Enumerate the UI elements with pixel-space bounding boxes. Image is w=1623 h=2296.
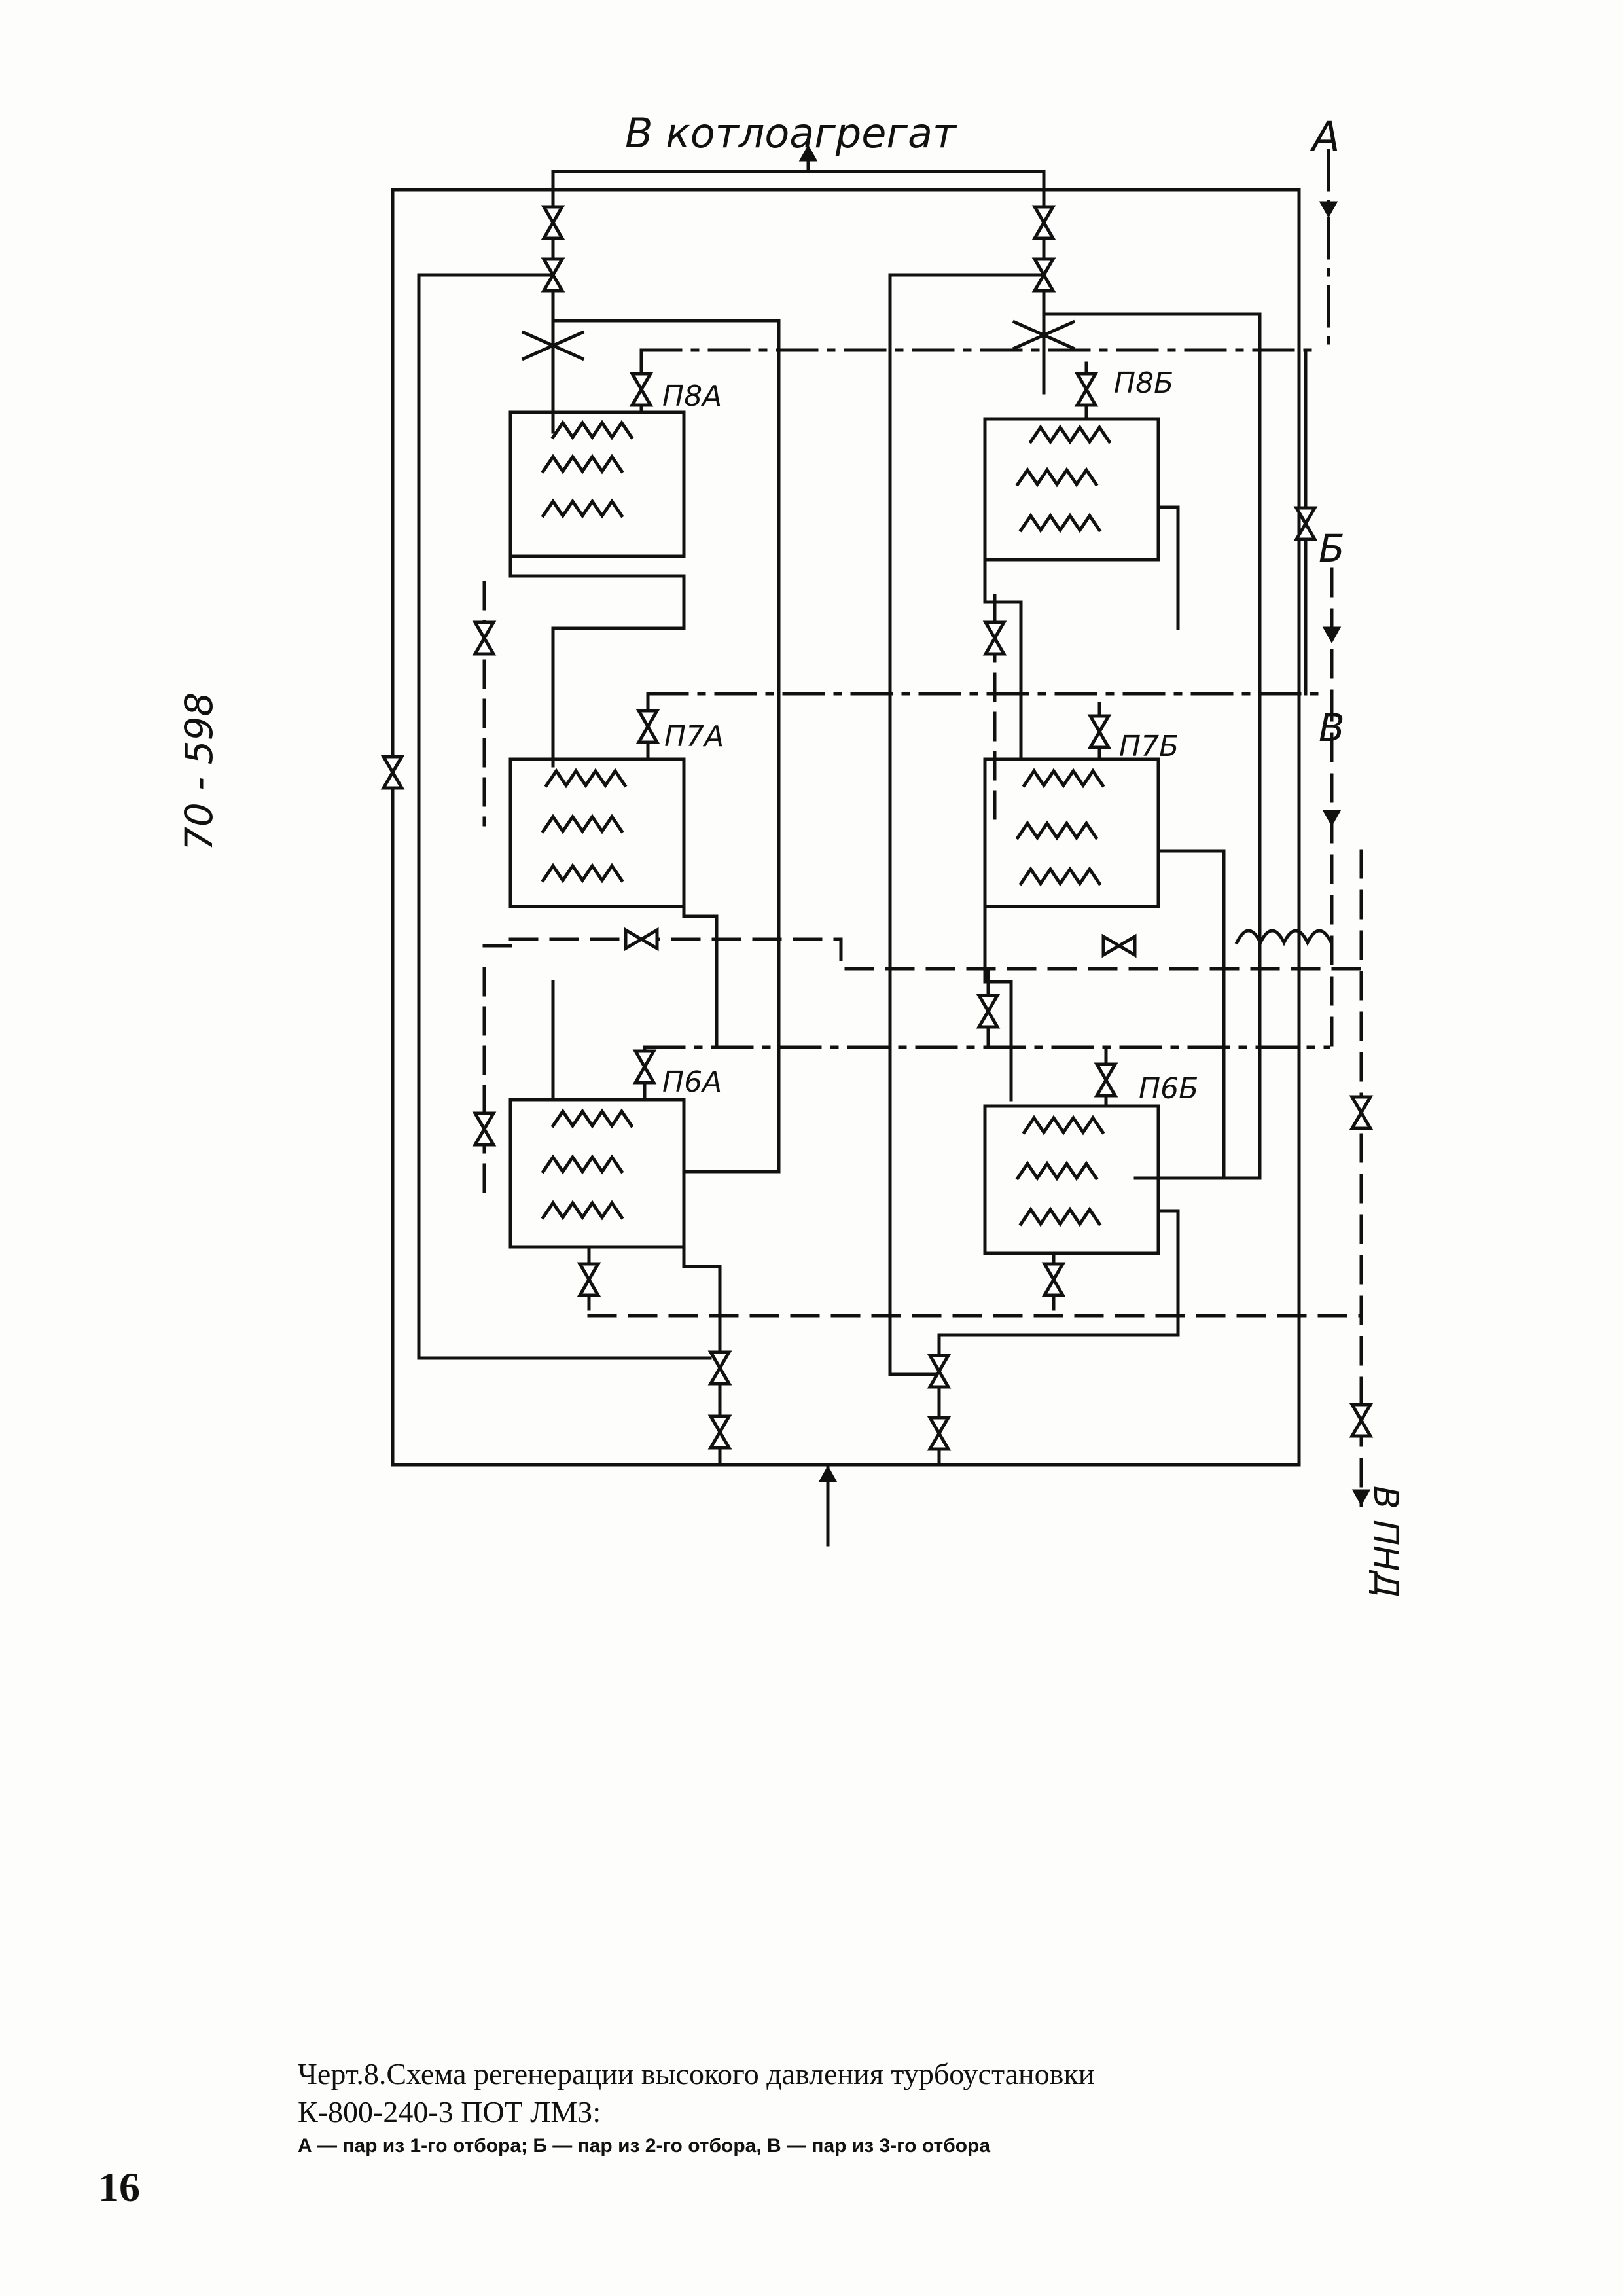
heater-p8b (983, 417, 1160, 562)
valve-icon (1044, 1264, 1063, 1295)
heater-p8a (508, 410, 686, 558)
heater-p7b (983, 757, 1160, 908)
top-label: В котлоагрегат (625, 109, 957, 157)
heater-label-p8b: П8Б (1114, 367, 1173, 400)
bypass-valve-icon (383, 757, 402, 788)
valve-icon (632, 374, 651, 405)
heater-label-p6a: П6А (662, 1066, 722, 1099)
steam-label-b: Б (1319, 526, 1345, 571)
valve-icon (711, 1352, 729, 1384)
valve-icon (1352, 1405, 1370, 1436)
valve-icon (979, 996, 997, 1027)
valve-icon (544, 207, 562, 238)
valve-icon (1097, 1064, 1115, 1096)
heater-label-p7b: П7Б (1119, 730, 1179, 763)
drain-lines (482, 937, 1363, 1318)
valve-icon (1035, 207, 1053, 238)
valve-icon (626, 930, 657, 948)
caption-legend: А — пар из 1-го отбора; Б — пар из 2-го … (298, 2135, 991, 2157)
heater-p6a (508, 1098, 686, 1249)
valve-icon (930, 1355, 948, 1387)
valve-icon (475, 1113, 493, 1145)
bottom-right-label: В ПНД (1366, 1486, 1405, 1598)
valve-icon (635, 1051, 654, 1083)
valve-icon (1077, 374, 1096, 405)
heater-label-p7a: П7А (664, 720, 724, 753)
valve-icon (930, 1418, 948, 1449)
valve-icon (475, 622, 493, 654)
valve-icon (711, 1416, 729, 1448)
valve-icon (580, 1264, 598, 1295)
valve-icon (986, 622, 1004, 654)
valve-icon (1090, 716, 1109, 747)
inlet-arrow (818, 1465, 838, 1482)
caption-title-line1: Черт.8.Схема регенерации высокого давлен… (298, 2057, 1095, 2090)
caption-title-line2: К-800-240-3 ПОТ ЛМЗ: (298, 2095, 601, 2128)
outlet-arrow (798, 144, 818, 162)
valve-icon (639, 711, 657, 742)
page-number: 16 (98, 2164, 140, 2210)
figure-caption: Черт.8.Схема регенерации высокого давлен… (298, 2055, 1410, 2161)
heater-label-p8a: П8А (662, 380, 722, 413)
top-header (391, 188, 1301, 1467)
steam-lines (639, 348, 1330, 1049)
heater-p7a (508, 757, 686, 908)
valve-icon (1103, 937, 1135, 955)
valve-icon (1352, 1097, 1370, 1128)
steam-label-a: А (1310, 113, 1340, 160)
heater-p6b (983, 1104, 1160, 1255)
steam-label-v: В (1319, 706, 1345, 750)
heater-label-p6b: П6Б (1139, 1072, 1198, 1105)
